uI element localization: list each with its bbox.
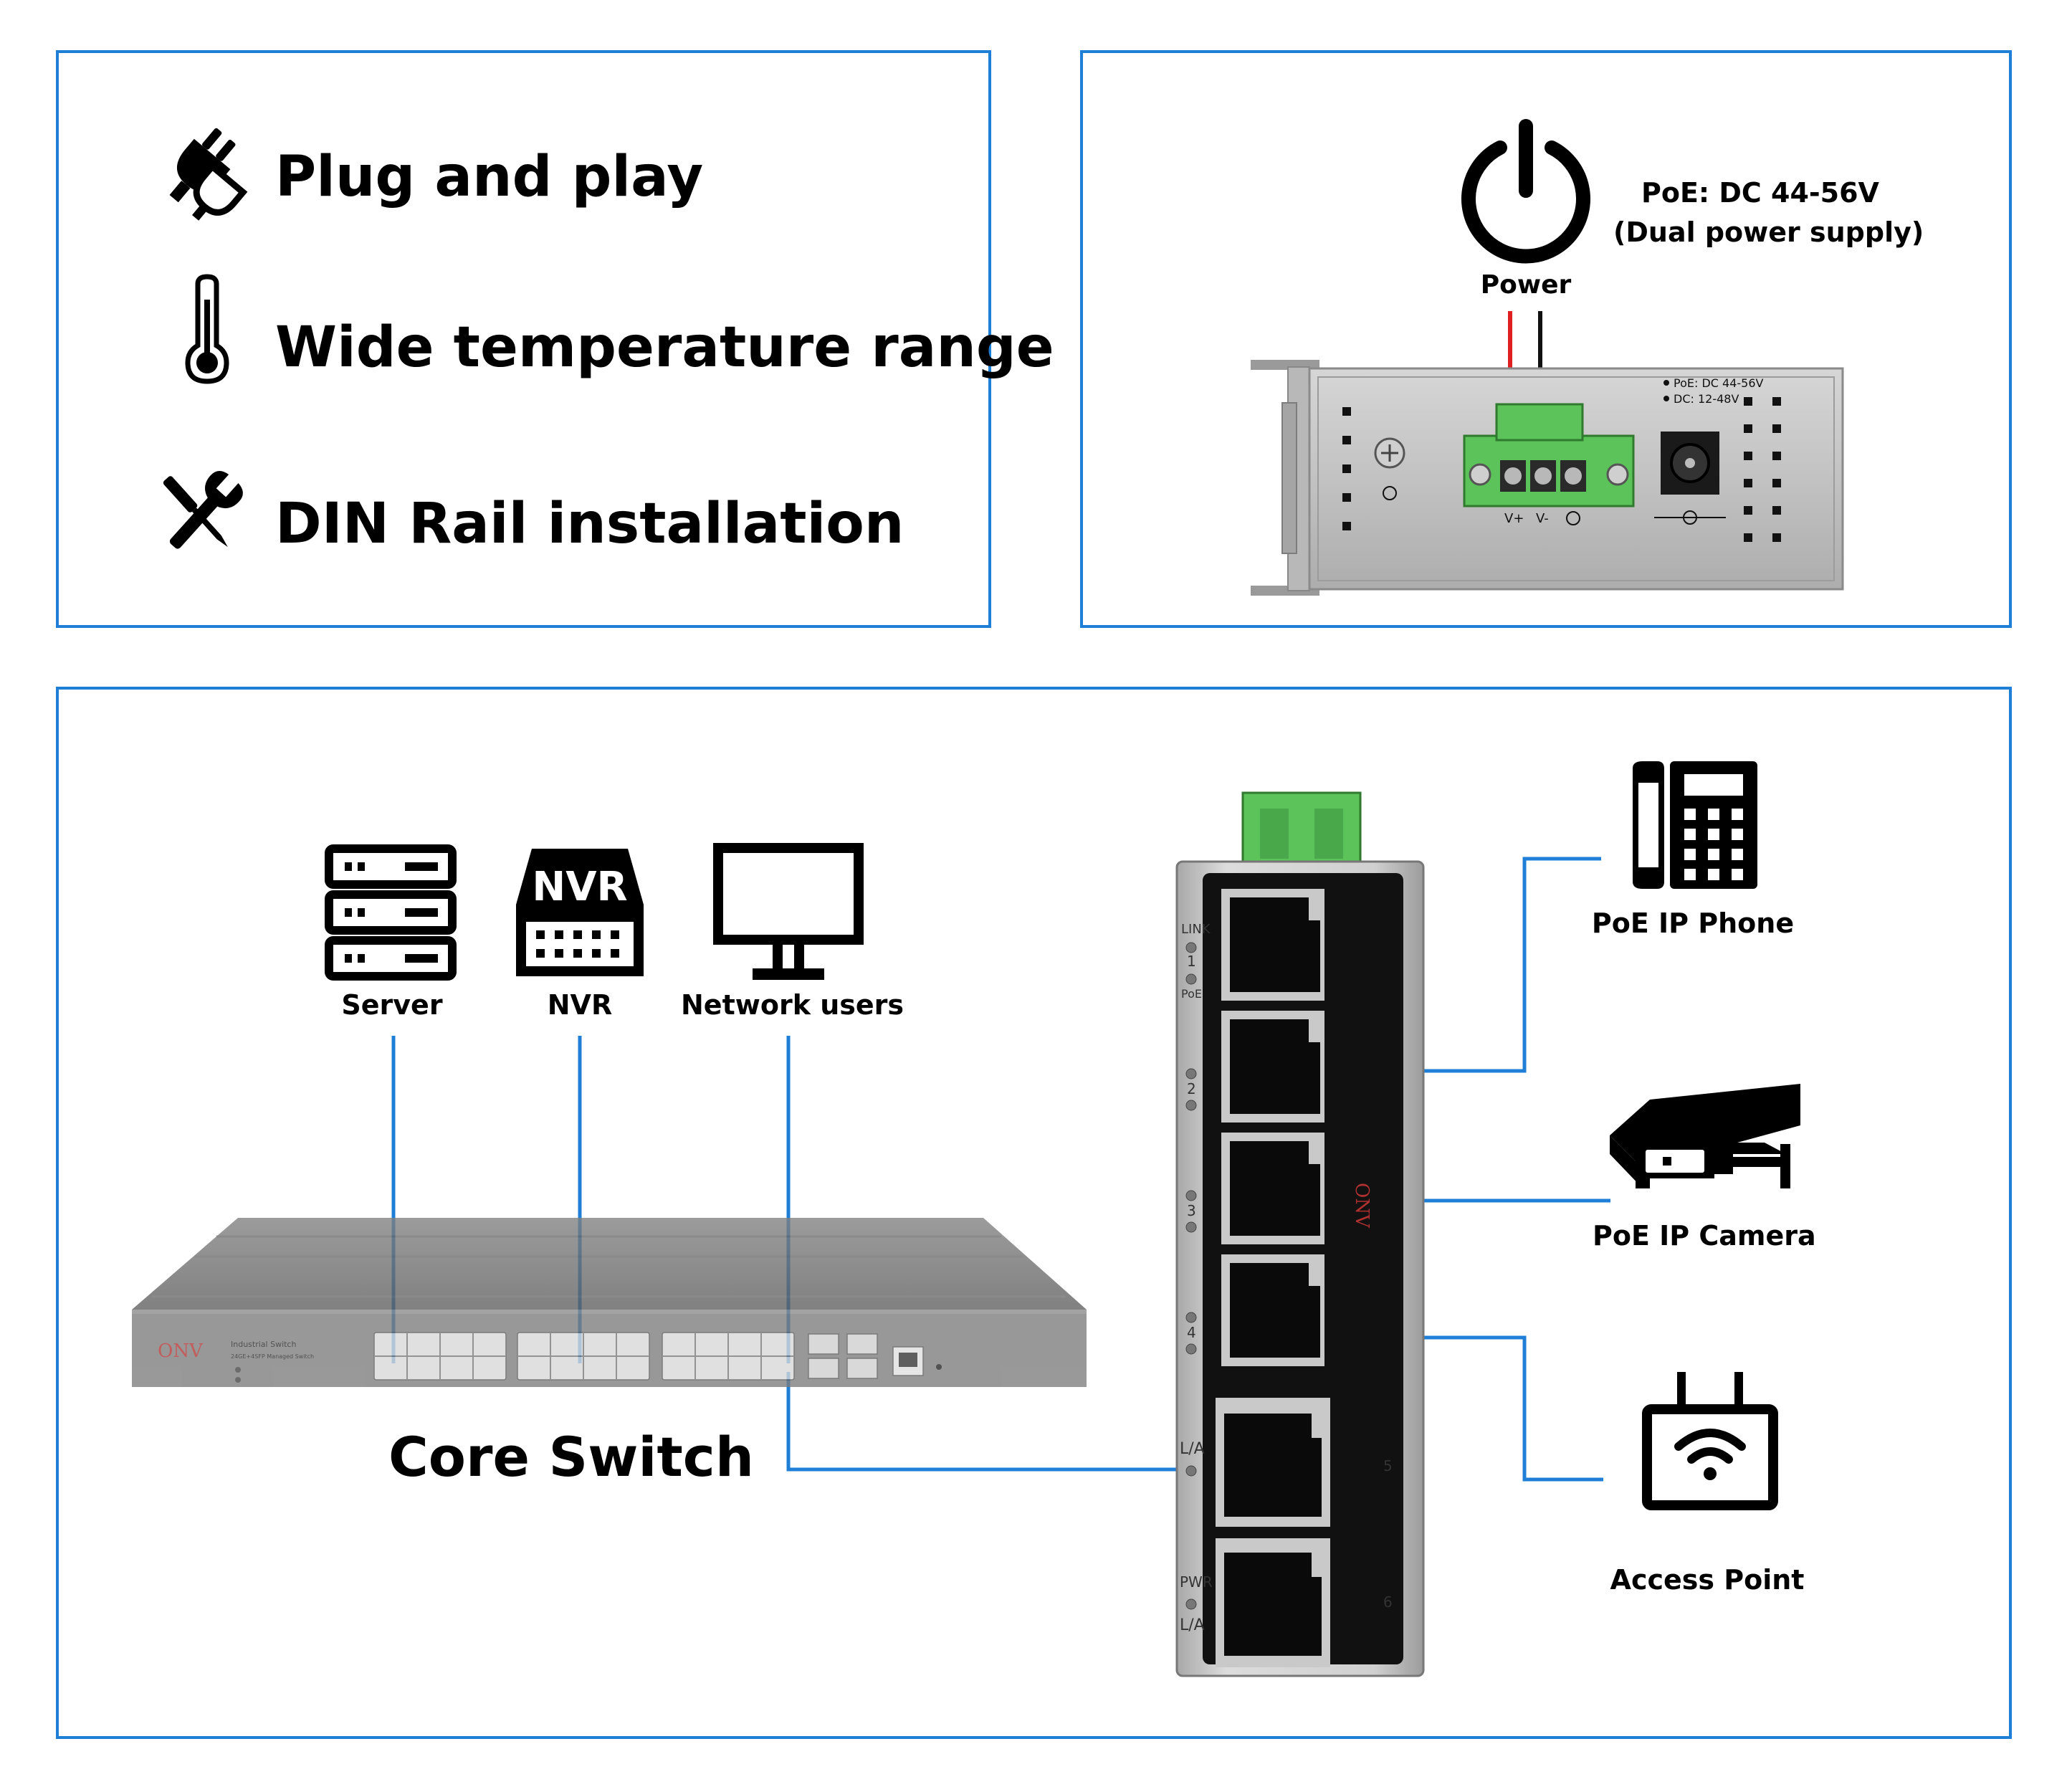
din-port-num-3: 3: [1187, 1202, 1196, 1219]
core-switch: ONV Industrial Switch 24GE+4SFP Managed …: [132, 1218, 1087, 1387]
power-spec-line2: (Dual power supply): [1613, 216, 1924, 248]
terminal-vplus: V+: [1504, 511, 1524, 526]
features-panel: Plug and play Wide temperature range DIN…: [56, 50, 1054, 628]
core-switch-model-2: 24GE+4SFP Managed Switch: [231, 1353, 314, 1360]
ip-camera-label: PoE IP Camera: [1593, 1220, 1816, 1252]
server-icon: [325, 844, 457, 981]
nvr-badge: NVR: [532, 864, 627, 910]
tools-icon: [163, 471, 243, 549]
power-spec-line1: PoE: DC 44-56V: [1641, 177, 1879, 209]
link-core-din: [786, 1372, 1218, 1472]
ip-phone-label: PoE IP Phone: [1591, 907, 1795, 939]
feature-wide-temperature: Wide temperature range: [275, 315, 1054, 380]
feature-din-rail: DIN Rail installation: [275, 492, 904, 556]
thermometer-icon: [185, 274, 229, 384]
core-switch-model-1: Industrial Switch: [231, 1340, 296, 1349]
din-port-num-1: 1: [1187, 953, 1196, 970]
din-port-num-6: 6: [1383, 1593, 1393, 1611]
access-point-label: Access Point: [1610, 1564, 1805, 1596]
topology-panel: Server NVR NVR Network users ONV: [56, 687, 2012, 1739]
plate-line2: DC: 12-48V: [1674, 392, 1739, 406]
terminal-vminus: V-: [1536, 511, 1549, 526]
nvr-icon: NVR: [516, 849, 644, 976]
din-led-la-6: L/A: [1180, 1616, 1205, 1634]
monitor-icon: [713, 843, 864, 980]
power-label: Power: [1480, 270, 1572, 300]
din-port-num-2: 2: [1187, 1080, 1196, 1097]
din-port-num-4: 4: [1187, 1324, 1196, 1341]
plug-icon: [169, 128, 248, 221]
din-brand: ONV: [1351, 1183, 1373, 1229]
core-switch-brand: ONV: [158, 1340, 204, 1362]
ip-phone-icon: [1633, 761, 1757, 889]
core-switch-label: Core Switch: [388, 1425, 754, 1489]
power-icon: [1461, 119, 1590, 264]
network-users-label: Network users: [681, 989, 904, 1021]
server-label: Server: [341, 989, 443, 1021]
power-panel: Power PoE: DC 44-56V (Dual power supply): [1080, 50, 2012, 628]
din-led-pwr: PWR: [1180, 1573, 1213, 1591]
access-point-icon: [1642, 1372, 1778, 1510]
din-led-link: LINK: [1181, 922, 1211, 937]
din-switch-front: LINK 1 PoE 2 3 4 L/A 5 PWR 6 L/A ONV: [1175, 791, 1425, 1677]
din-led-poe: PoE: [1181, 987, 1202, 1001]
ip-camera-icon: [1610, 1084, 1800, 1188]
nvr-label: NVR: [547, 989, 613, 1021]
din-switch-top-view: V+ V- PoE: DC 44-56V DC: 12-48V: [1251, 360, 1844, 596]
din-led-la-5: L/A: [1180, 1440, 1205, 1458]
din-port-num-5: 5: [1383, 1457, 1393, 1474]
feature-plug-and-play: Plug and play: [275, 145, 704, 209]
plate-line1: PoE: DC 44-56V: [1674, 376, 1764, 390]
